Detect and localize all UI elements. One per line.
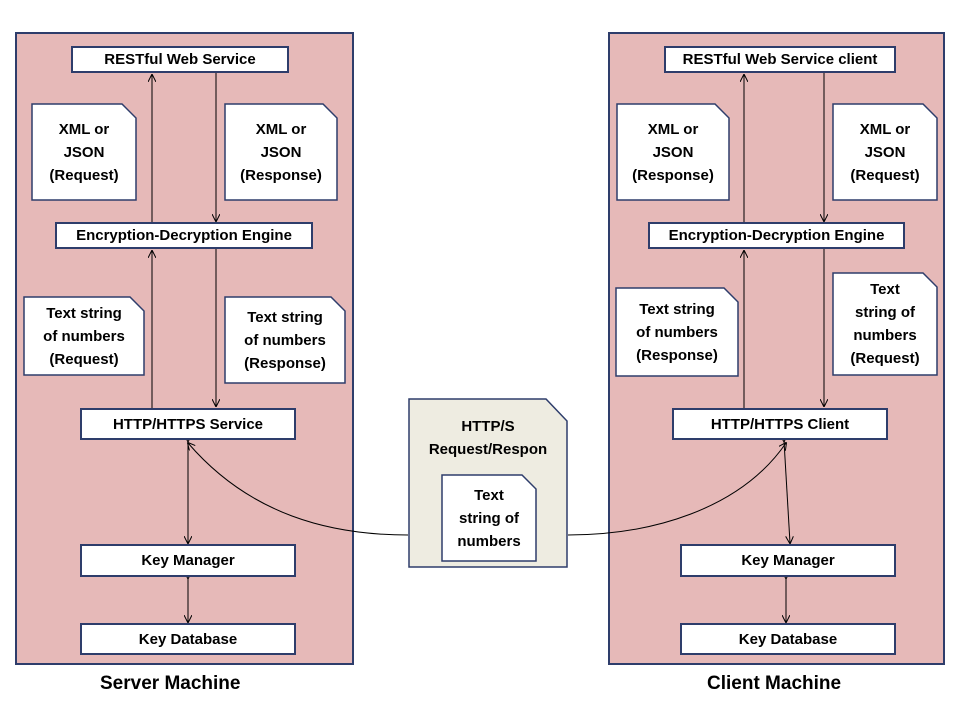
client-arrow-http-keymanager	[784, 441, 790, 543]
server-note-xml-json-request: XML or JSON (Request)	[31, 103, 137, 201]
channel-title: HTTP/S Request/Respon	[428, 418, 548, 458]
client-key-manager: Key Manager	[680, 544, 896, 577]
server-key-manager: Key Manager	[80, 544, 296, 577]
client-note-text-string-request: Text string of numbers (Request)	[832, 272, 938, 376]
client-note-xml-json-response: XML or JSON (Response)	[616, 103, 730, 201]
server-note-xml-json-response: XML or JSON (Response)	[224, 103, 338, 201]
client-encryption-decryption-engine: Encryption-Decryption Engine	[648, 222, 905, 249]
channel-to-client-http-curve	[567, 443, 786, 536]
server-note-text-string-response: Text string of numbers (Response)	[224, 296, 346, 384]
channel-payload-text-string-note: Text string of numbers	[441, 474, 537, 562]
client-http-https-client: HTTP/HTTPS Client	[672, 408, 888, 440]
client-note-text-string-response: Text string of numbers (Response)	[615, 287, 739, 377]
server-encryption-decryption-engine: Encryption-Decryption Engine	[55, 222, 313, 249]
client-machine-caption: Client Machine	[707, 673, 842, 694]
client-note-xml-json-request: XML or JSON (Request)	[832, 103, 938, 201]
server-http-to-channel-curve	[188, 443, 409, 536]
server-restful-web-service: RESTful Web Service	[71, 46, 289, 73]
client-key-database: Key Database	[680, 623, 896, 655]
client-restful-web-service-client: RESTful Web Service client	[664, 46, 896, 73]
server-http-https-service: HTTP/HTTPS Service	[80, 408, 296, 440]
server-machine-caption: Server Machine	[100, 673, 241, 694]
server-note-text-string-request: Text string of numbers (Request)	[23, 296, 145, 376]
server-key-database: Key Database	[80, 623, 296, 655]
